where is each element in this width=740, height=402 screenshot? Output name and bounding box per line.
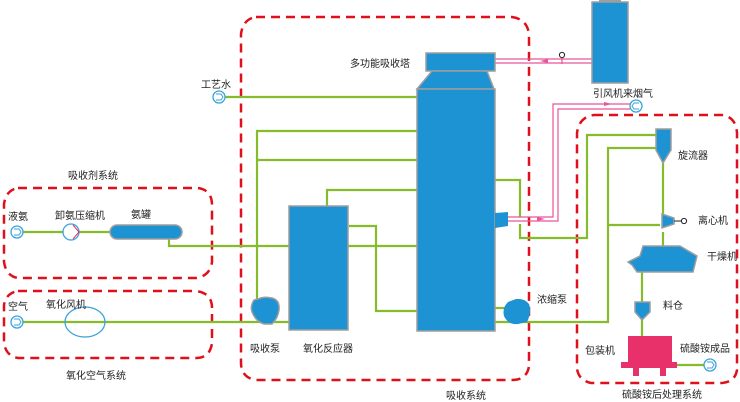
absorption-tower-body	[416, 88, 496, 332]
concentration-pump	[503, 298, 531, 325]
region-post-treatment-system	[575, 113, 739, 385]
silo	[634, 301, 651, 322]
label-cyclone: 旋流器	[678, 149, 708, 162]
oxidation-fan	[64, 306, 106, 338]
damper-icon	[558, 51, 566, 59]
absorption-tower-top-box	[425, 52, 496, 72]
label-absorbent-system: 吸收剂系统	[68, 169, 118, 182]
pipe-reactor-top	[325, 188, 418, 206]
air-port-icon	[10, 315, 24, 329]
label-liquid-ammonia: 液氨	[8, 210, 28, 223]
label-absorption-pump: 吸收泵	[250, 342, 280, 355]
label-flue-gas: 引风机来烟气	[593, 87, 653, 100]
label-oxidation-fan: 氧化风机	[46, 298, 86, 311]
cyclone	[655, 128, 672, 165]
compressor-chevron-icon	[72, 224, 80, 240]
gas-pipe-return-inner	[507, 108, 630, 222]
pipe-tower-right-upper	[495, 178, 522, 217]
gas-flow-arrow-icon	[540, 59, 548, 63]
product-output-port-icon	[703, 358, 717, 372]
label-oxidation-air-system: 氧化空气系统	[66, 369, 126, 382]
absorption-tower-transition	[415, 70, 496, 90]
flue-gas-stack	[591, 1, 629, 84]
flue-gas-stack-cap	[599, 0, 621, 2]
ammonia-tank	[109, 224, 183, 240]
oxidation-reactor	[288, 205, 349, 331]
label-ammonium-sulfate-product: 硫酸铵成品	[680, 342, 730, 355]
region-absorbent-system	[2, 186, 214, 280]
centrifuge	[661, 212, 675, 230]
pipe-conc-pump-out	[495, 146, 660, 324]
packing-machine-leg-right	[660, 368, 666, 376]
label-oxidation-reactor: 氧化反应器	[303, 342, 353, 355]
label-centrifuge: 离心机	[698, 214, 728, 227]
absorption-pump	[250, 296, 280, 325]
label-absorption-system: 吸收系统	[446, 389, 486, 402]
region-absorption-system	[239, 15, 531, 382]
packing-machine-leg-left	[633, 368, 639, 376]
gas-pipe-return-outer	[507, 103, 630, 218]
dryer	[626, 245, 698, 273]
label-ammonia-compressor: 卸氨压缩机	[55, 209, 105, 222]
packing-machine-base	[621, 362, 677, 368]
process-water-port-icon	[212, 90, 226, 104]
label-air: 空气	[8, 300, 28, 313]
label-absorption-tower: 多功能吸收塔	[350, 57, 410, 70]
label-post-treatment-system: 硫酸铵后处理系统	[622, 388, 702, 401]
gas-return-arrow-icon-bottom	[537, 217, 545, 221]
gas-return-arrow-icon-top	[604, 102, 612, 106]
pipe-pump-header	[255, 129, 418, 300]
label-process-water: 工艺水	[201, 79, 231, 91]
flue-gas-return-port-icon	[629, 99, 643, 113]
label-dryer: 干燥机	[707, 250, 737, 263]
label-ammonia-tank: 氨罐	[131, 208, 151, 221]
liquid-ammonia-port-icon	[10, 225, 24, 239]
pipe-concentration-pump-riser	[518, 133, 660, 240]
label-silo: 料仓	[663, 299, 683, 312]
centrifuge-motor-icon	[680, 217, 688, 225]
region-oxidation-air-system	[2, 289, 214, 360]
absorption-tower-gas-inlet	[495, 212, 508, 228]
packing-machine-body	[628, 336, 672, 365]
pipe-reactor-to-tower	[349, 224, 418, 313]
ammonia-compressor	[62, 223, 80, 241]
label-packing-machine: 包装机	[585, 344, 615, 357]
label-concentration-pump: 浓缩泵	[537, 293, 567, 306]
